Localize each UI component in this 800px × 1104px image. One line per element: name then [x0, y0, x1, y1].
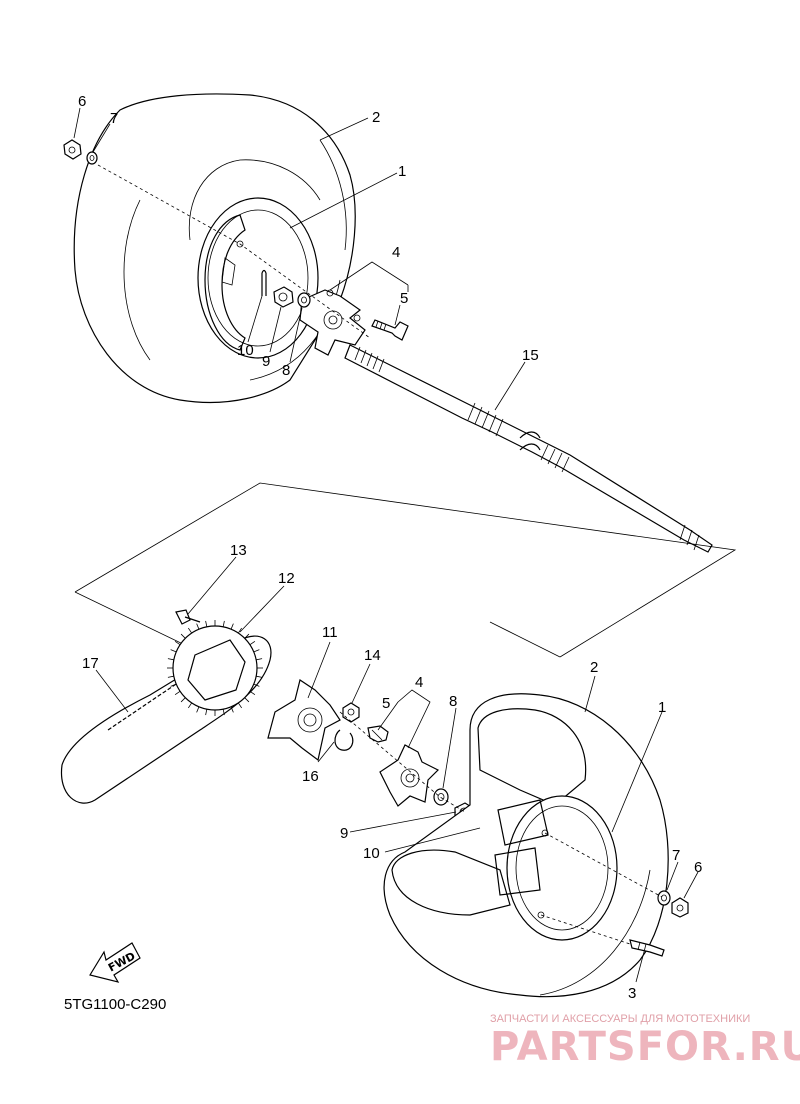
watermark: ЗАПЧАСТИ И АКСЕССУАРЫ ДЛЯ МОТОТЕХНИКИ PA… [490, 1013, 800, 1070]
callout-1-lower: 1 [658, 699, 666, 716]
upper-wheel-washer [86, 151, 98, 165]
callout-1-upper: 1 [398, 163, 406, 180]
callout-5-upper: 5 [400, 290, 408, 307]
callout-13: 13 [230, 542, 247, 559]
callout-16: 16 [302, 768, 319, 785]
callout-4-lower: 4 [415, 674, 423, 691]
sprocket-tooth [244, 633, 250, 639]
callout-7-upper: 7 [110, 110, 118, 127]
callout-10-upper: 10 [237, 342, 254, 359]
callout-3: 3 [628, 985, 636, 1002]
upper-hub-bolt [371, 319, 409, 341]
sprocket-tooth [188, 702, 192, 709]
forward-direction-arrow: FWD [89, 942, 141, 983]
sprocket-tooth [256, 675, 263, 678]
sprocket-tooth [170, 649, 177, 653]
sprocket-tooth [249, 691, 256, 695]
upper-washer [297, 292, 311, 308]
tire-valve [629, 939, 665, 957]
sprocket-tooth [249, 641, 256, 645]
callout-9-lower: 9 [340, 825, 348, 842]
callout-12: 12 [278, 570, 295, 587]
diagram-code: 5TG1100-C290 [64, 996, 166, 1013]
callout-14: 14 [364, 647, 381, 664]
callout-9-upper: 9 [262, 353, 270, 370]
callout-8-lower: 8 [449, 693, 457, 710]
callout-7-lower: 7 [672, 847, 680, 864]
sprocket-tooth [222, 620, 225, 627]
drive-chain [60, 635, 272, 804]
callout-10-lower: 10 [363, 845, 380, 862]
callout-4-upper: 4 [392, 244, 400, 261]
lower-wheel-washer [657, 890, 671, 906]
lower-wheel-nut [671, 897, 689, 918]
callout-15: 15 [522, 347, 539, 364]
circlip [334, 729, 354, 751]
lower-rim [494, 795, 618, 941]
leader-lines [73, 107, 699, 983]
callout-6-upper: 6 [78, 93, 86, 110]
callout-labels: 6 7 2 1 4 5 15 10 9 8 13 12 17 11 14 4 5… [78, 93, 702, 1002]
sprocket-tooth [174, 641, 181, 645]
sprocket-tooth [170, 683, 177, 687]
lower-wheel-assembly [60, 609, 689, 998]
sprocket-tooth [196, 623, 200, 630]
sprocket-tooth [196, 706, 200, 713]
watermark-tagline: ЗАПЧАСТИ И АКСЕССУАРЫ ДЛЯ МОТОТЕХНИКИ [490, 1013, 750, 1025]
callout-5-lower: 5 [382, 695, 390, 712]
sprocket-tooth [205, 709, 208, 716]
lower-hub-bolt [367, 725, 389, 743]
sprocket-tooth [180, 633, 186, 639]
sprocket-tooth [222, 709, 225, 716]
lower-hub [379, 744, 440, 807]
sprocket-tooth [253, 683, 260, 687]
rear-sprocket [167, 620, 263, 716]
sprocket-tooth [174, 691, 181, 695]
sprocket-tooth [167, 675, 174, 678]
callout-6-lower: 6 [694, 859, 702, 876]
upper-rim [197, 197, 319, 359]
callout-11: 11 [322, 624, 338, 641]
callout-8-upper: 8 [282, 362, 290, 379]
sprocket-tooth [167, 658, 174, 661]
callout-17: 17 [82, 655, 99, 672]
upper-cotter-pin [261, 269, 267, 296]
assembly-boundary [74, 482, 737, 658]
sprocket-tooth [253, 649, 260, 653]
sprocket-tooth [180, 697, 186, 703]
sprocket-tooth [238, 627, 242, 634]
sprocket-hub-nut [342, 702, 360, 723]
sprocket-tooth [256, 658, 263, 661]
callout-2-upper: 2 [372, 109, 380, 126]
sprocket-tooth [230, 623, 234, 630]
upper-wheel-assembly [63, 93, 713, 553]
watermark-brand: PARTSFOR.RU [490, 1024, 800, 1070]
upper-axle-nut [273, 286, 294, 308]
sprocket-bolt [175, 609, 201, 625]
sprocket-tooth [230, 706, 234, 713]
sprocket-tooth [238, 702, 242, 709]
sprocket-tooth [188, 627, 192, 634]
sprocket-tooth [244, 697, 250, 703]
lower-washer [433, 788, 449, 806]
callout-2-lower: 2 [590, 659, 598, 676]
sprocket-tooth [205, 620, 208, 627]
rear-axle-shaft [344, 344, 713, 553]
sprocket-hub [267, 679, 341, 762]
upper-wheel-nut [63, 139, 82, 160]
